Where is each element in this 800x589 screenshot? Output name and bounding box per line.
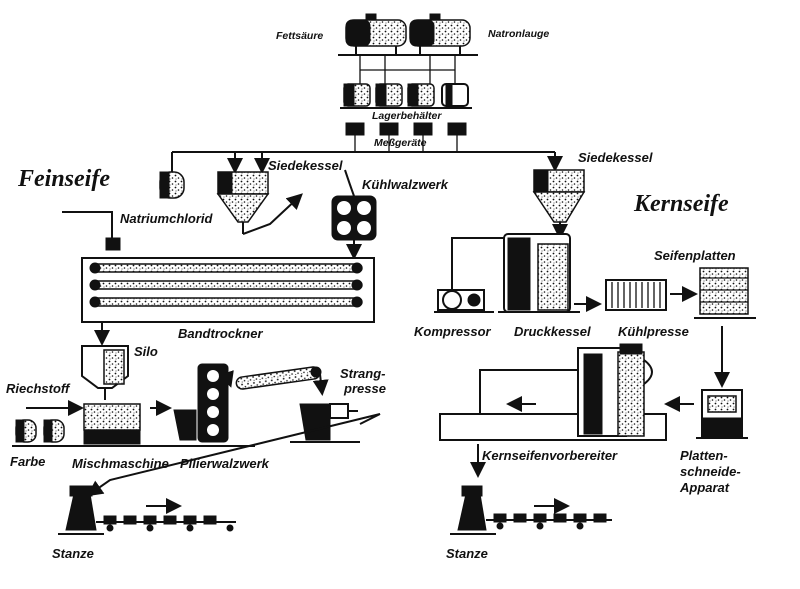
mischmaschine-label: Mischmaschine [72,456,169,471]
siedekessel-left-label: Siedekessel [268,158,343,173]
kuehlpresse [605,279,698,311]
siedekessel-right [532,169,586,240]
seifenplatten-stack [694,267,756,388]
kernseifenvorbereiter-label: Kernseifenvorbereiter [482,448,618,463]
bandtrockner [62,211,375,346]
natriumchlorid-tank [159,171,185,199]
lagerbehaelter-tanks [340,83,472,109]
lagerbehaelter-label: Lagerbehälter [372,110,442,122]
silo-label: Silo [134,344,158,359]
feed-pipes [359,55,456,84]
kuehlpresse-label: Kühlpresse [618,324,689,339]
kernseifenvorbereiter [439,343,667,478]
mischmaschine [83,400,172,445]
stanze-left-label: Stanze [52,546,94,561]
strangpresse [86,373,381,497]
riechstoff-farbe-tanks [15,400,84,443]
fettsaeure-label: Fettsäure [276,30,323,42]
stanze-right [450,485,612,535]
plattenschneide-label-1: Platten- [680,448,728,463]
messgeraete-label: Meßgeräte [374,137,427,149]
messgeraete [345,122,467,152]
section-feinseife: Feinseife [17,166,110,192]
stanze-right-label: Stanze [446,546,488,561]
kompressor [434,237,510,313]
riechstoff-label: Riechstoff [6,381,71,396]
natronlauge-label: Natronlauge [488,28,549,40]
natronlauge-tank [409,13,471,54]
silo [81,345,129,400]
seifenplatten-label: Seifenplatten [654,248,736,263]
kuehlwalzwerk [331,169,377,260]
pilierwalzwerk [173,363,322,443]
stanze-left [58,485,236,535]
farbe-label: Farbe [10,454,45,469]
strangpresse-label-2: presse [343,381,386,396]
strangpresse-label-1: Strang- [340,366,386,381]
kuehlwalzwerk-label: Kühlwalzwerk [362,177,449,192]
distribution-pipe [171,151,563,174]
plattenschneide-label-3: Apparat [679,480,730,495]
plattenschneide-label-2: schneide- [680,464,741,479]
section-kernseife: Kernseife [633,191,729,217]
plattenschneide-apparat [664,389,748,439]
kompressor-label: Kompressor [414,324,492,339]
natriumchlorid-label: Natriumchlorid [120,211,214,226]
fettsaeure-tank [345,13,407,54]
siedekessel-right-label: Siedekessel [578,150,653,165]
druckkessel-label: Druckkessel [514,324,591,339]
druckkessel [498,233,602,313]
siedekessel-left [216,171,303,235]
bandtrockner-label: Bandtrockner [178,326,263,341]
pilierwalzwerk-label: Pilierwalzwerk [180,456,270,471]
